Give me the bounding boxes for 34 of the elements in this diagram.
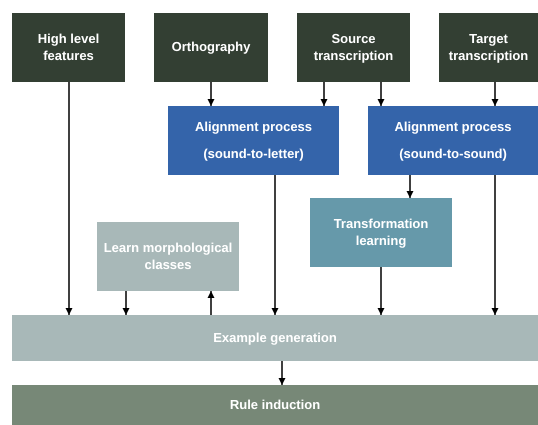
input-box — [439, 13, 538, 82]
box-label: Rule induction — [230, 396, 320, 414]
box-label: Alignment process — [394, 119, 512, 136]
input-box — [297, 13, 410, 82]
process-box — [310, 198, 452, 267]
arrow — [208, 291, 214, 315]
box-label: High level features — [36, 31, 100, 64]
arrow — [122, 291, 130, 315]
arrow — [278, 361, 286, 385]
arrow — [378, 82, 384, 106]
box-label: Alignment process — [194, 119, 312, 136]
box-label: Example generation — [213, 330, 337, 346]
input-box — [154, 13, 268, 82]
box-label: Orthography — [172, 39, 250, 56]
arrow — [272, 175, 278, 315]
arrow — [66, 82, 72, 315]
process-bar — [12, 385, 538, 425]
box-label: Transformation learning — [332, 216, 430, 249]
arrow — [406, 175, 414, 198]
input-box — [12, 13, 125, 82]
arrow — [492, 82, 498, 106]
process-box — [168, 106, 339, 175]
box-label: Target transcription — [448, 31, 530, 64]
arrow — [320, 82, 328, 106]
process-box — [97, 222, 239, 291]
box-label: Source transcription — [312, 31, 394, 64]
arrow — [492, 175, 498, 315]
arrow — [378, 267, 384, 315]
process-bar — [12, 315, 538, 361]
arrow — [208, 82, 214, 106]
box-label: (sound-to-letter) — [203, 146, 304, 162]
box-label: (sound-to-sound) — [399, 146, 507, 162]
process-box — [368, 106, 538, 175]
box-label: Learn morphological classes — [102, 240, 234, 273]
